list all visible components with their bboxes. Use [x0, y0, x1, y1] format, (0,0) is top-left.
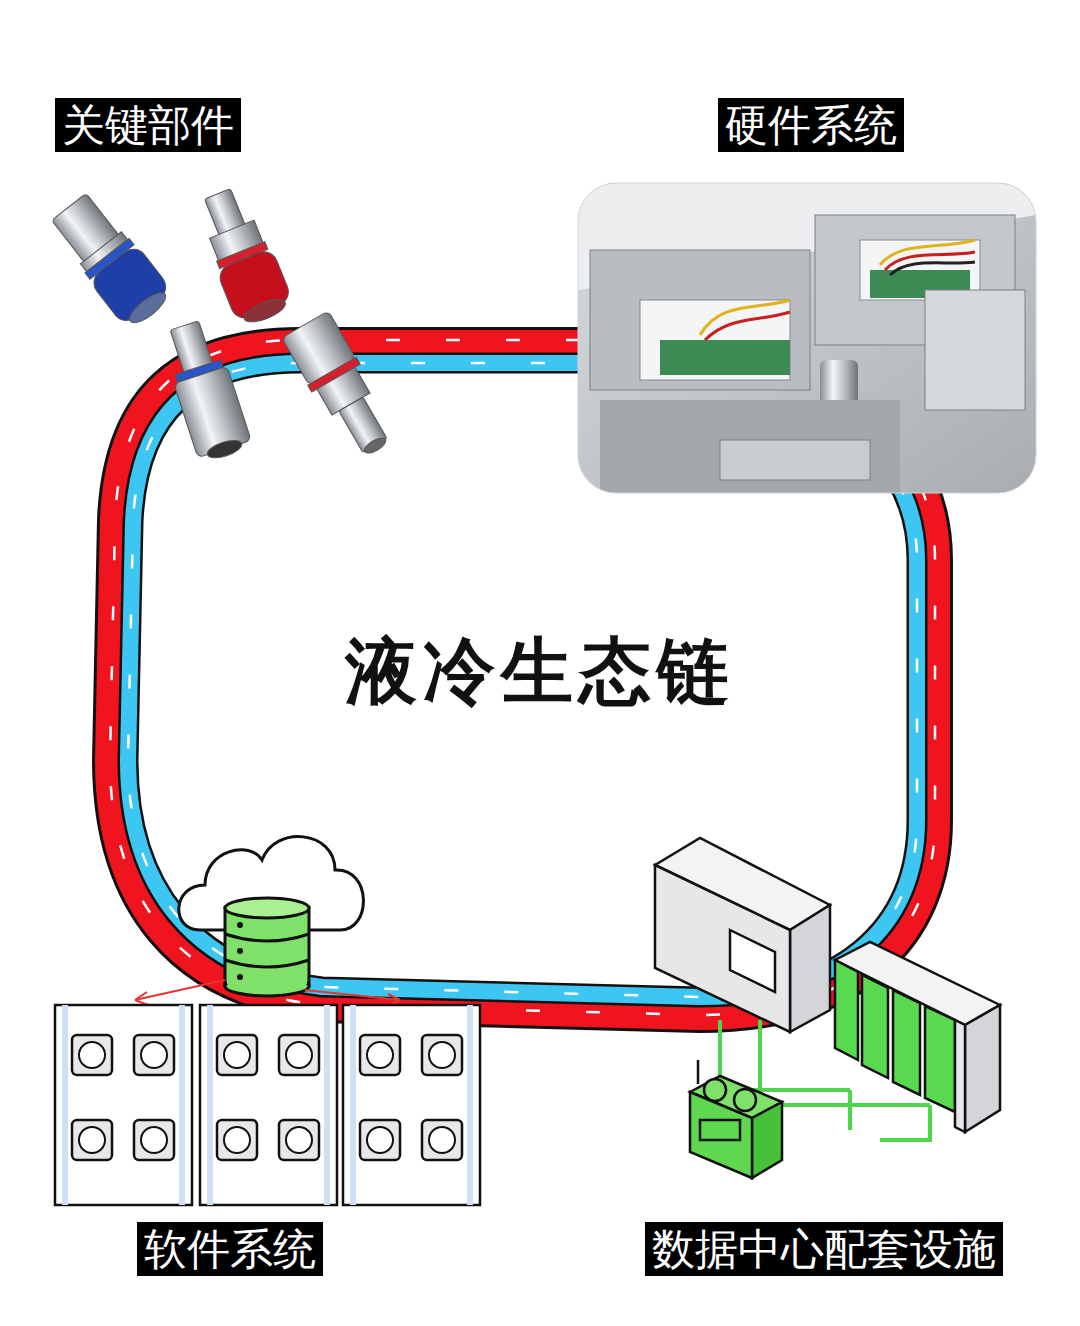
section-title: 关键部件	[62, 102, 234, 148]
section-title: 数据中心配套设施	[652, 1226, 996, 1272]
coolant-loop	[110, 340, 935, 1015]
diagram-title: 液冷生态链	[345, 624, 735, 720]
disk-racks	[55, 1005, 480, 1205]
section-label: 数据中心配套设施	[645, 1222, 1003, 1276]
server-chassis	[578, 183, 1036, 493]
section-label: 软件系统	[137, 1222, 323, 1276]
quick-connectors	[45, 183, 401, 465]
section-title: 硬件系统	[725, 102, 897, 148]
cloud-database	[135, 837, 400, 1006]
facility-equipment	[655, 838, 1000, 1178]
section-title: 软件系统	[144, 1226, 316, 1272]
section-label: 关键部件	[55, 98, 241, 152]
section-label: 硬件系统	[718, 98, 904, 152]
